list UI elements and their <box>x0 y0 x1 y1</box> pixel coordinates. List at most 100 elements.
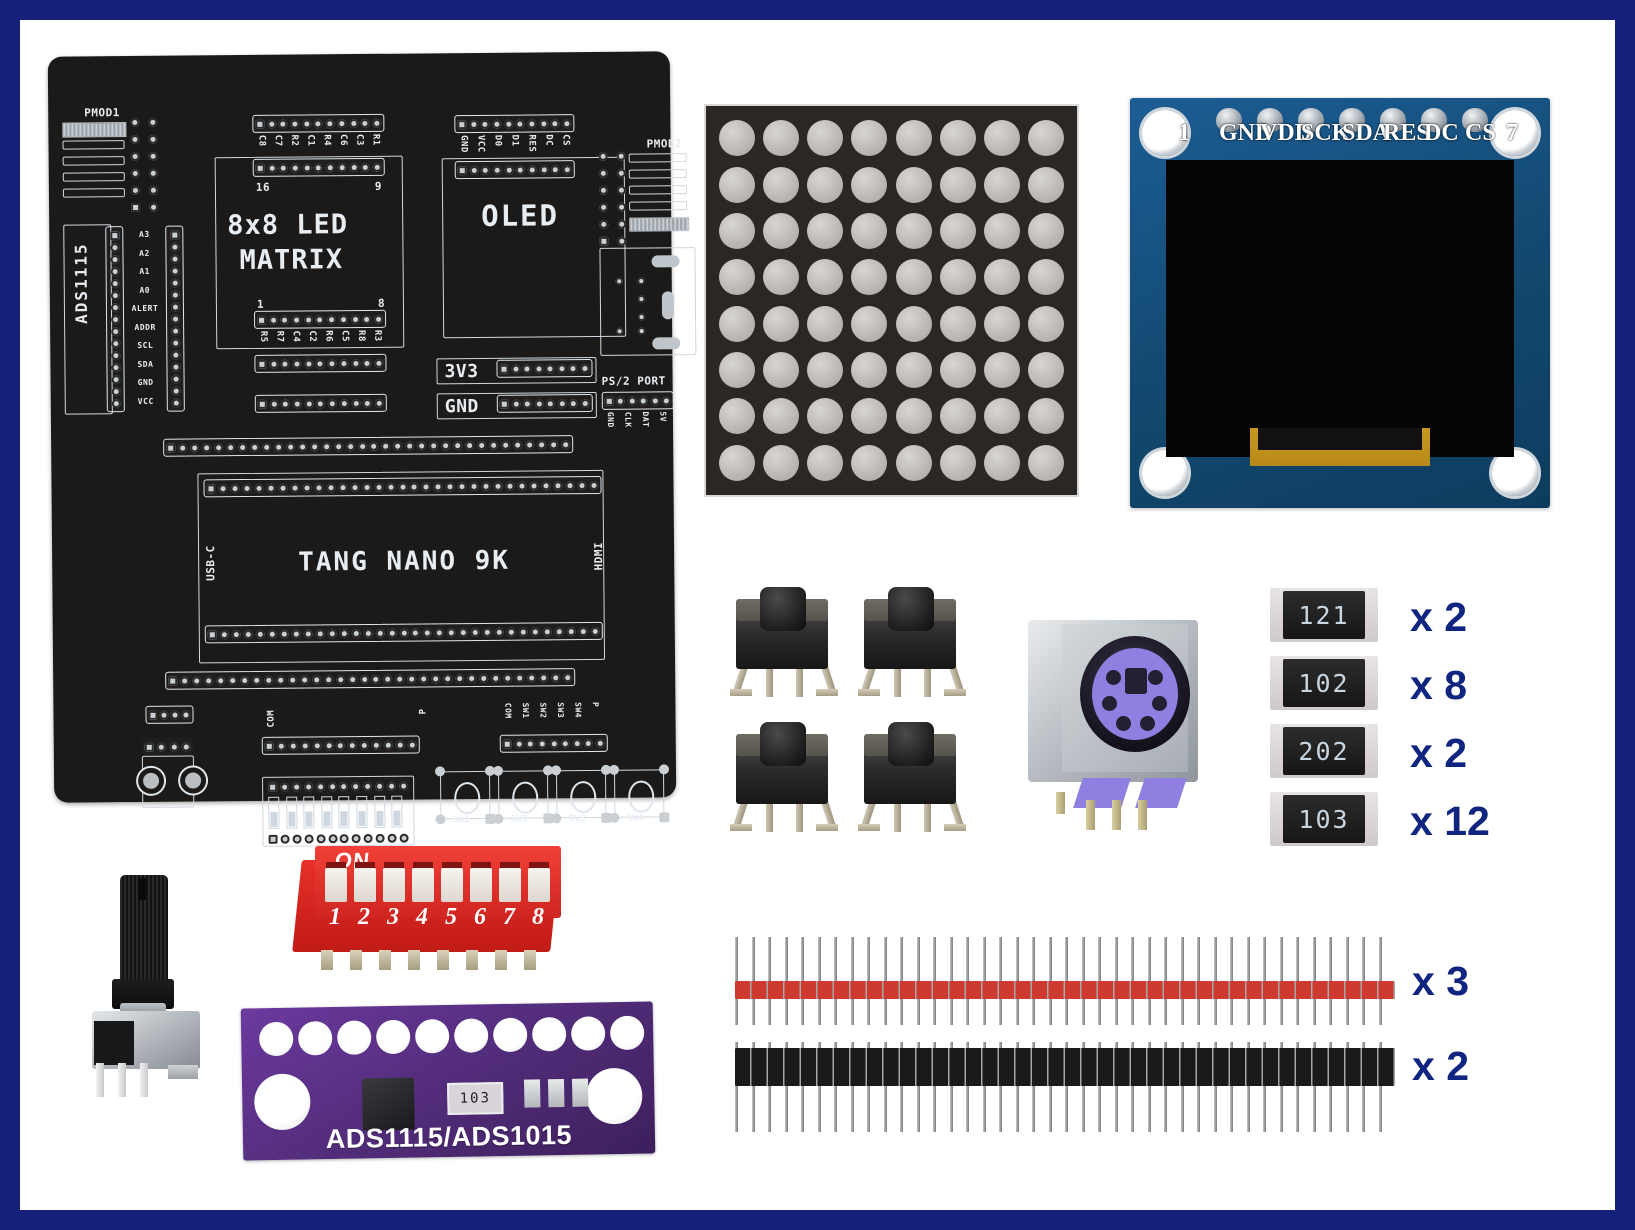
tact-button-cap[interactable] <box>888 587 934 631</box>
oled-solder-pad <box>1462 108 1488 132</box>
pin-pad <box>527 164 537 175</box>
pin-pad <box>527 672 537 683</box>
pin-pad <box>339 781 349 791</box>
tactile-button[interactable] <box>730 720 838 832</box>
pin-pad <box>499 364 509 374</box>
dip-pad-row-top[interactable] <box>266 778 410 795</box>
pin-pad <box>373 314 383 324</box>
tact-foot <box>944 689 966 696</box>
pin-pad <box>168 676 178 686</box>
ads1115-header-left[interactable] <box>105 226 125 413</box>
tact-foot <box>816 689 838 696</box>
pin-pad <box>237 442 248 452</box>
pin-pad <box>515 673 525 683</box>
misc-oval-pad-top <box>651 255 680 268</box>
led-matrix-dot <box>715 301 759 347</box>
oled-mount-hole-br <box>1492 450 1538 496</box>
rail-gnd-header[interactable] <box>496 393 593 413</box>
dip-footprint-slot <box>391 795 403 828</box>
led-matrix-header-extra[interactable] <box>254 393 387 413</box>
dip-header-top[interactable] <box>261 735 420 755</box>
led-matrix-header-top-outer[interactable] <box>252 113 385 133</box>
pin-pad <box>300 740 310 751</box>
dip-switch-pin <box>437 950 449 970</box>
header-pin <box>999 937 1002 981</box>
oled-header-inner[interactable] <box>454 160 575 180</box>
pin-pad <box>302 482 312 493</box>
ps2-pin-2 <box>1112 800 1121 830</box>
tactile-button[interactable] <box>858 585 966 697</box>
led-matrix-dot <box>715 440 759 486</box>
pin-pad <box>181 710 191 720</box>
dip-footprint-slot <box>268 796 280 829</box>
tang-nano-header-outer-top[interactable] <box>163 435 574 457</box>
led-matrix-dot <box>1024 254 1068 300</box>
tang-nano-header-inner-bottom[interactable] <box>204 621 603 644</box>
pcb-pin-label: R1 <box>370 133 381 146</box>
pcb-pin-label: SW4 <box>573 702 583 719</box>
tact-button-cap[interactable] <box>760 722 806 766</box>
header-pin <box>1362 1086 1365 1132</box>
rail-3v3-header[interactable] <box>496 358 593 378</box>
dip-switch-lever[interactable] <box>354 868 376 902</box>
oled-header-outer[interactable] <box>454 114 575 134</box>
led-matrix-dot <box>936 161 980 207</box>
potentiometer-component[interactable] <box>82 875 232 1097</box>
dip-switch-lever[interactable] <box>528 868 550 902</box>
dip-switch-lever[interactable] <box>383 868 405 902</box>
led-matrix-header-top-inner[interactable] <box>252 157 385 177</box>
ps2-port-header[interactable] <box>601 391 674 410</box>
tact-button-cap[interactable] <box>888 722 934 766</box>
dip-switch-lever[interactable] <box>499 868 521 902</box>
header-pin <box>1345 999 1349 1025</box>
pin-pad <box>266 483 276 493</box>
pin-pad <box>110 302 120 312</box>
pin-pad <box>399 781 409 791</box>
resistor-body <box>1283 659 1365 707</box>
pcb-pin-label: GND <box>458 135 469 153</box>
misc-pad-a <box>615 277 623 285</box>
header-pin <box>1296 1042 1299 1048</box>
pin-pad <box>549 439 559 449</box>
pin-pad <box>219 629 229 639</box>
pot-header-bottom[interactable] <box>142 737 194 755</box>
tang-nano-header-outer-bottom[interactable] <box>165 668 576 690</box>
dip-switch-lever[interactable] <box>412 868 434 902</box>
header-pin <box>1213 937 1217 981</box>
pin-pad <box>170 710 180 720</box>
tactile-button[interactable] <box>730 585 838 697</box>
pin-pad <box>525 439 535 450</box>
oled-socket-outline <box>441 156 627 339</box>
switch-header[interactable] <box>499 733 608 753</box>
header-pin <box>1164 1086 1167 1132</box>
pin-pad <box>255 629 265 639</box>
pin-pad <box>243 629 253 639</box>
header-pin <box>801 1086 804 1132</box>
pot-header-top[interactable] <box>145 705 194 724</box>
dip-switch-pin <box>321 950 333 970</box>
tact-button-cap[interactable] <box>760 587 806 631</box>
pin-pad <box>383 674 393 684</box>
resistor-code-label: 202 <box>1298 736 1350 766</box>
header-pin <box>1329 999 1332 1025</box>
header-pin <box>949 937 953 981</box>
misc-pad-e <box>616 327 624 335</box>
led-matrix-dot <box>759 208 803 254</box>
pmod-pin-pad <box>598 151 608 161</box>
header-pin <box>933 937 936 981</box>
led-matrix-header-bottom-outer[interactable] <box>254 353 387 373</box>
led-matrix-header-bottom-inner[interactable] <box>253 309 387 329</box>
dip-switch-lever[interactable] <box>470 868 492 902</box>
pin-pad <box>269 399 279 409</box>
pcb-pin-label: RES <box>526 134 537 153</box>
ps2-hole-3 <box>1102 696 1117 711</box>
pin-pad <box>363 781 373 791</box>
ads1115-header-right[interactable] <box>165 225 185 412</box>
dip-switch-lever[interactable] <box>441 868 463 902</box>
dip-switch-lever[interactable] <box>325 868 347 902</box>
pin-pad <box>604 396 614 406</box>
tactile-button[interactable] <box>858 720 966 832</box>
ads-pin-hole <box>258 1021 294 1057</box>
tang-nano-header-inner-top[interactable] <box>203 475 602 498</box>
